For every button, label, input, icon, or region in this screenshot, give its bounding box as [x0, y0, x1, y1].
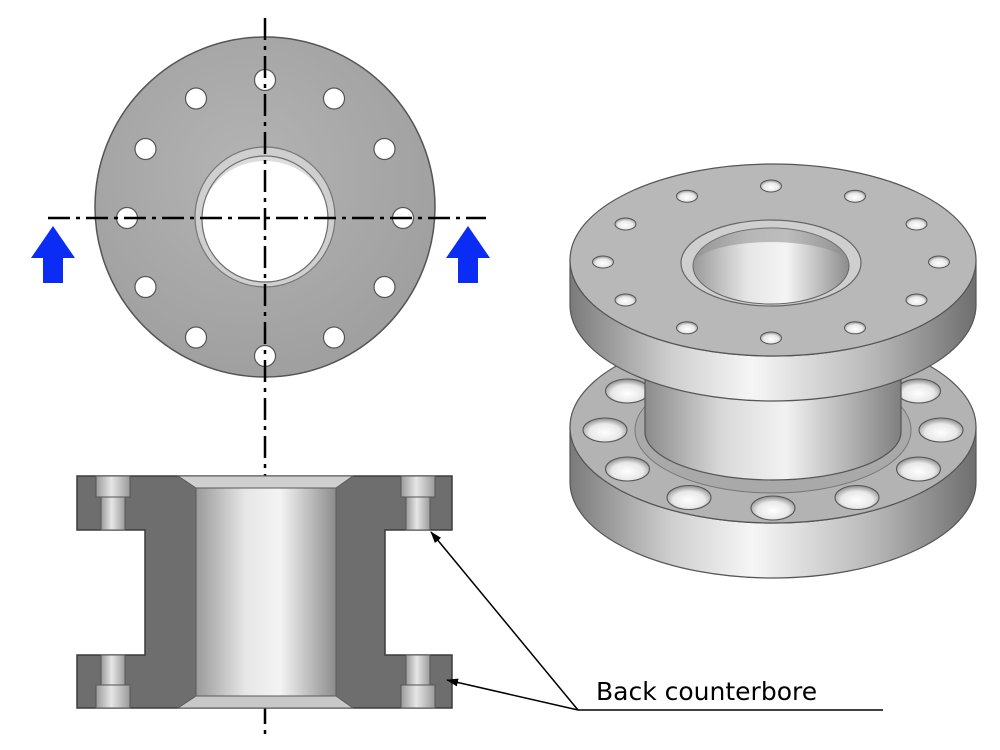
counterbore-set	[95, 475, 436, 709]
bolt-hole	[134, 275, 157, 299]
section-bore	[195, 475, 337, 709]
bolt-hole-section	[405, 496, 431, 531]
callout-label: Back counterbore	[596, 677, 817, 706]
counterbore	[400, 684, 436, 709]
leader-line-lower	[446, 678, 579, 711]
right-section-arrow	[446, 226, 490, 283]
bottom-counterbore	[582, 417, 628, 443]
flange-hole	[905, 293, 928, 307]
bottom-counterbore-pattern	[582, 378, 964, 521]
leader-line-upper	[430, 531, 579, 711]
bottom-counterbore	[918, 417, 964, 443]
bottom-counterbore	[895, 456, 942, 482]
bolt-hole	[184, 87, 208, 110]
flange-hole	[614, 293, 637, 307]
bolt-hole-section	[100, 654, 126, 686]
top-flange	[569, 163, 977, 402]
bolt-hole	[373, 275, 396, 299]
section-arrows	[31, 226, 490, 283]
top-chamfer	[176, 475, 355, 489]
isometric-view	[569, 163, 977, 579]
bottom-counterbore	[895, 378, 942, 404]
counterbore-callout: Back counterbore	[430, 531, 883, 711]
bottom-chamfer	[176, 695, 355, 709]
section-view	[76, 475, 453, 709]
bolt-hole	[322, 87, 346, 110]
top-bore-shadow	[693, 228, 849, 266]
bottom-counterbore	[834, 484, 880, 511]
bottom-counterbore	[604, 456, 651, 482]
bolt-hole	[322, 326, 346, 349]
flange-hole	[905, 217, 928, 231]
flange-hole	[676, 321, 698, 335]
counterbore	[95, 684, 131, 709]
left-section-arrow	[31, 226, 75, 283]
counterbore	[400, 475, 436, 498]
bottom-counterbore	[750, 495, 796, 521]
top-flange-hole-pattern	[592, 179, 950, 345]
flange-hole	[844, 321, 866, 335]
bolt-hole-section	[405, 654, 431, 686]
flange-hole	[676, 189, 698, 203]
flange-hole	[614, 217, 637, 231]
bolt-hole	[373, 137, 396, 161]
flange-hole	[592, 255, 614, 269]
centerlines	[48, 18, 486, 735]
bolt-hole	[134, 137, 157, 161]
counterbore	[95, 475, 131, 498]
flange-hole	[844, 189, 866, 203]
flange-hole	[760, 179, 782, 193]
flange-hole	[760, 331, 782, 345]
bolt-hole	[184, 326, 208, 349]
bottom-counterbore	[604, 378, 651, 404]
bolt-hole-pattern	[115, 68, 415, 368]
bolt-hole-section	[100, 496, 126, 531]
bottom-counterbore	[666, 484, 712, 511]
flange-hole	[928, 255, 950, 269]
